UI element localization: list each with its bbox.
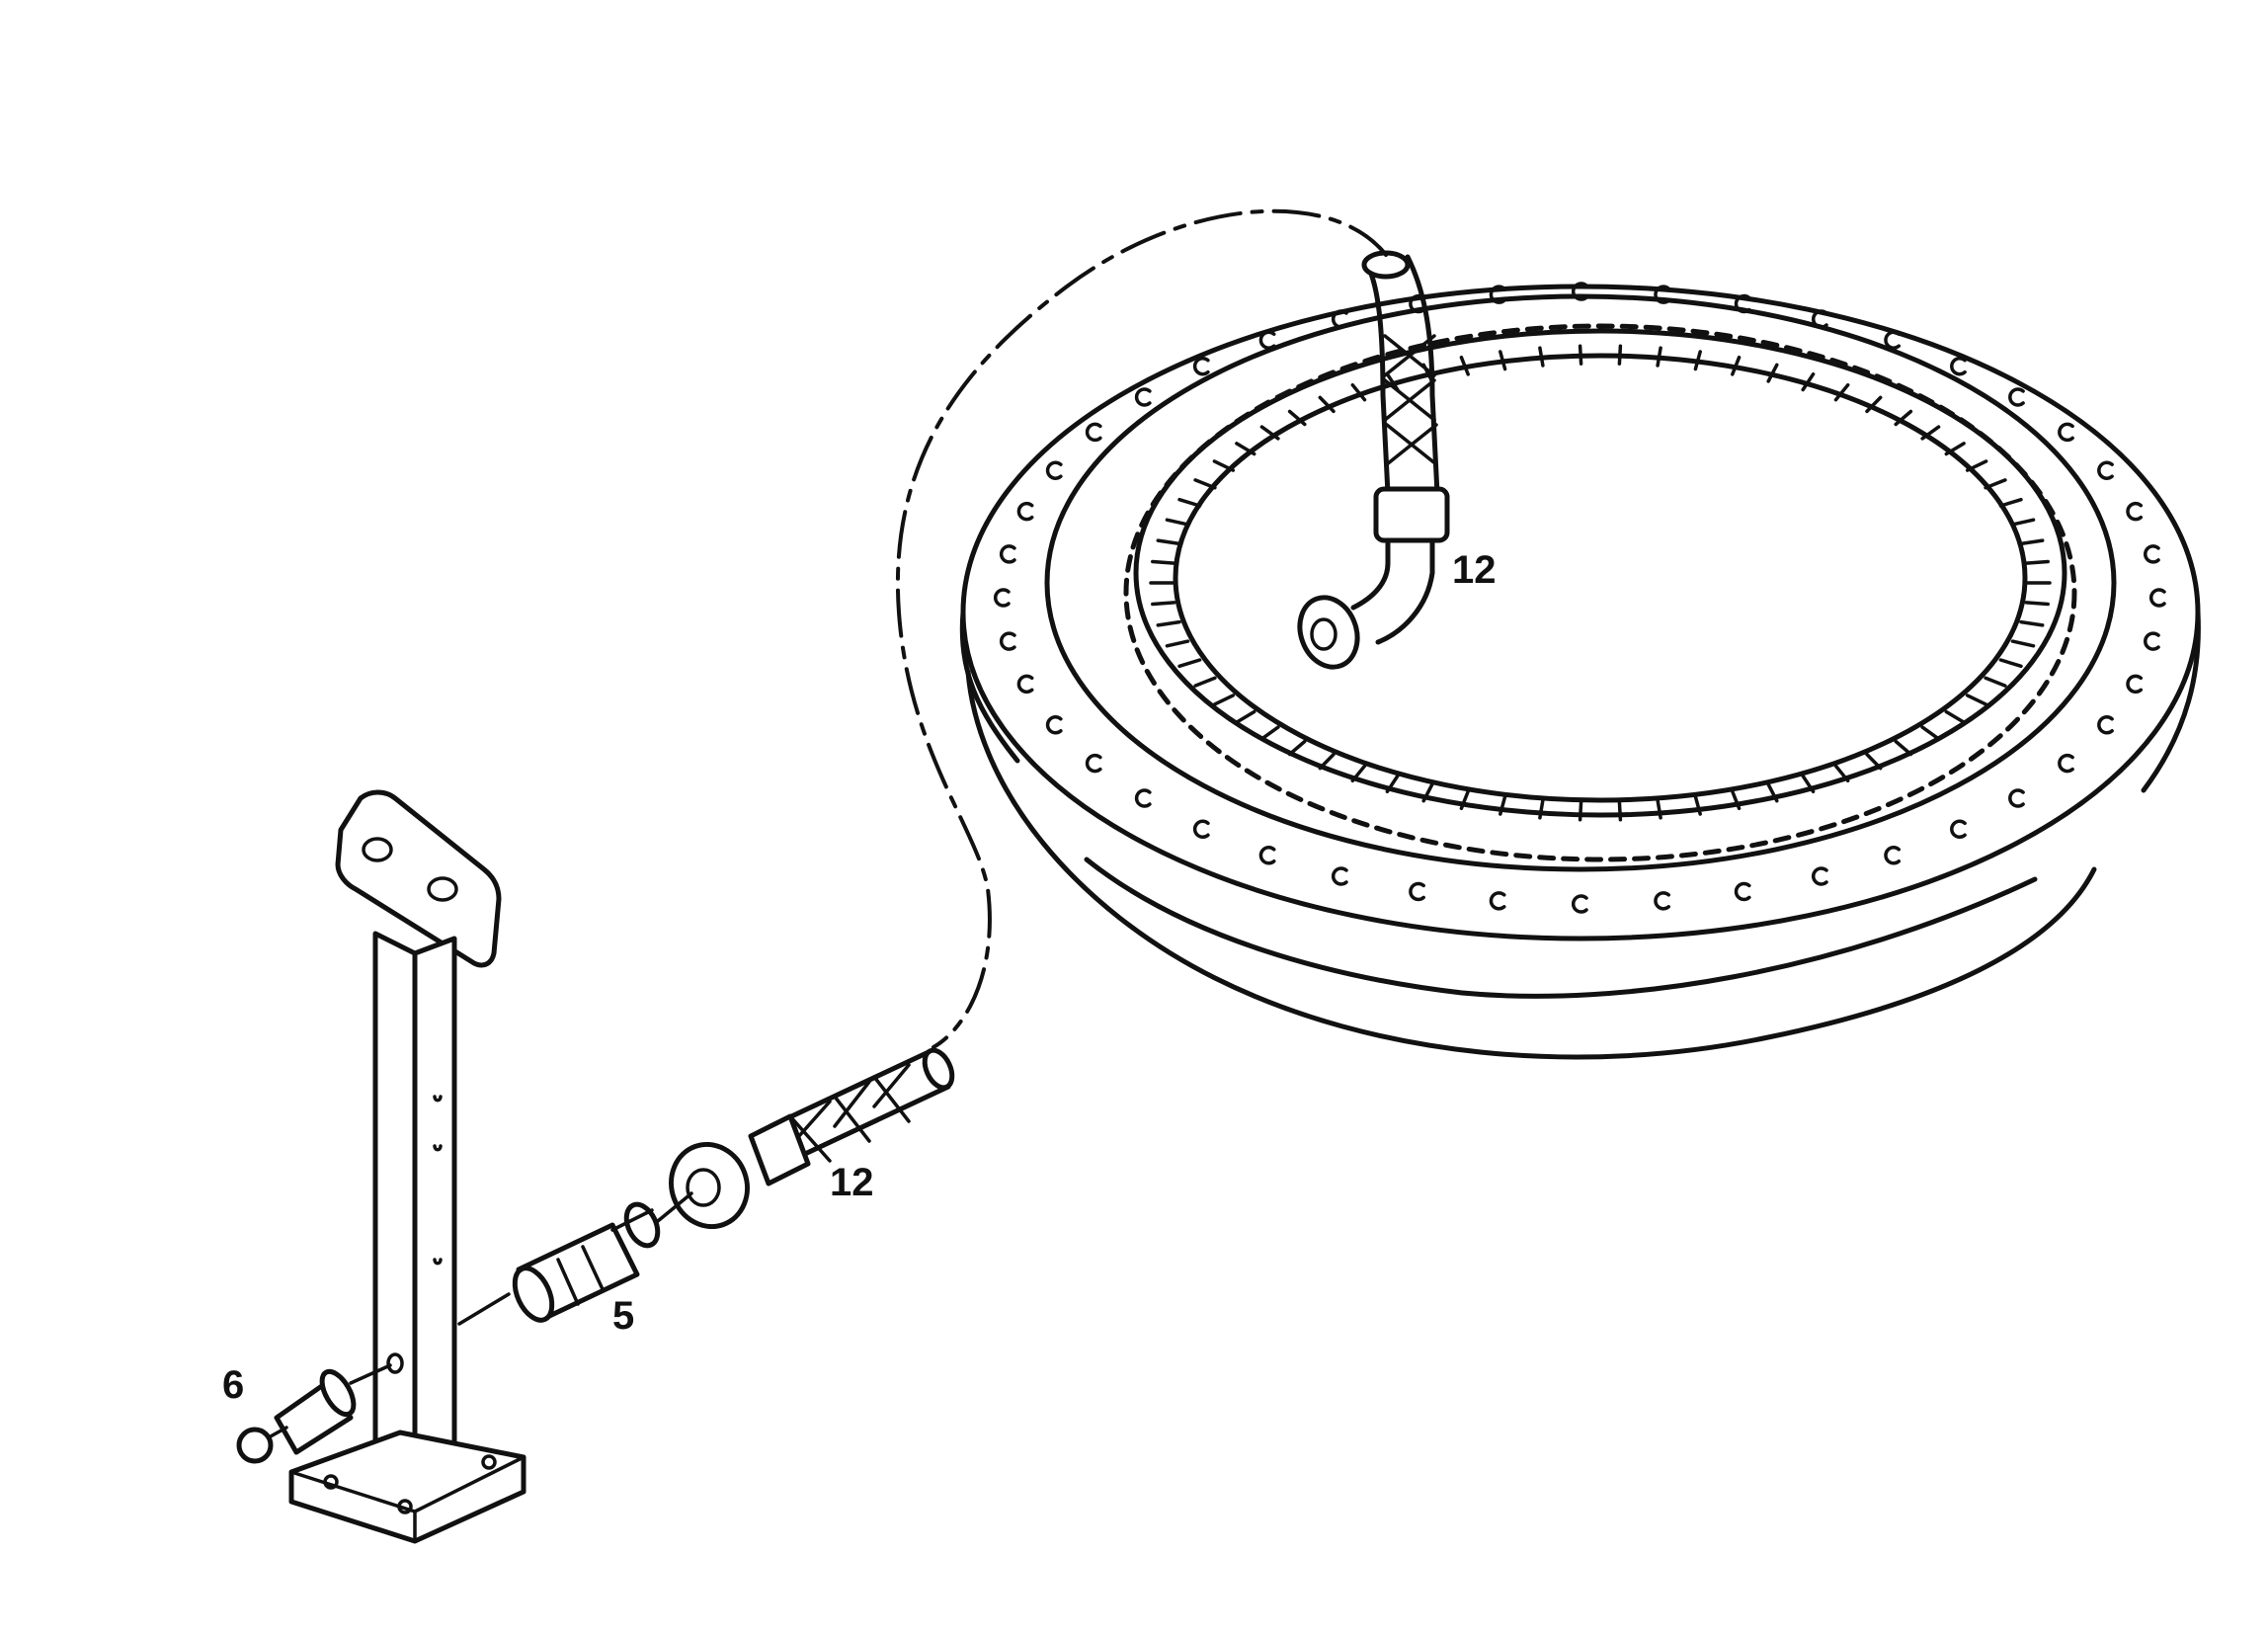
bolt-hole	[1045, 460, 1063, 480]
bolt-hole	[1045, 715, 1063, 735]
bolt-hole	[1884, 330, 1902, 350]
bolt-hole	[1331, 866, 1348, 886]
bolt-hole	[1331, 309, 1348, 329]
bolt-hole	[1085, 753, 1102, 774]
bolt-hole	[1016, 674, 1034, 695]
bolt-hole	[2126, 501, 2144, 522]
bolt-hole	[2008, 788, 2025, 808]
hose-top	[1297, 250, 1450, 670]
bolt-hole	[1950, 819, 1967, 839]
bolt-hole	[2097, 460, 2114, 480]
bolt-hole	[1811, 866, 1828, 886]
bolt-hole	[1258, 846, 1276, 865]
bolt-hole	[1192, 357, 1210, 376]
callout-grease-fitting: 6	[222, 1363, 244, 1407]
bolt-hole	[1811, 309, 1828, 329]
bolt-hole	[1489, 891, 1506, 911]
bolt-hole	[993, 588, 1011, 608]
bolt-hole	[2148, 588, 2166, 608]
bolt-hole	[999, 544, 1016, 564]
assembly-line	[457, 1292, 511, 1326]
bolt-hole	[1192, 819, 1210, 839]
bolt-hole	[1571, 282, 1588, 301]
bolt-hole	[2144, 631, 2160, 651]
bolt-hole	[2126, 674, 2144, 695]
bolt-hole	[1734, 293, 1751, 314]
callout-hose-top: 12	[1452, 548, 1497, 592]
bolt-hole	[1654, 891, 1670, 911]
bolt-hole	[2058, 422, 2074, 443]
bolt-hole	[1134, 788, 1152, 808]
bolt-holes	[993, 282, 2166, 914]
bolt-hole	[1571, 894, 1588, 914]
hose-bottom	[669, 1047, 955, 1230]
bolt-hole	[2097, 715, 2114, 735]
bolt-hole	[2144, 544, 2160, 564]
bolt-hole	[1489, 285, 1506, 304]
grease-fitting	[236, 1363, 392, 1464]
callout-hose-bottom: 12	[830, 1161, 874, 1204]
gear-teeth	[1149, 344, 2052, 822]
nipple	[512, 1201, 661, 1323]
bolt-hole	[1654, 285, 1670, 304]
bolt-hole	[2058, 753, 2074, 774]
bolt-hole	[2008, 387, 2025, 407]
bolt-hole	[1016, 501, 1034, 522]
bolt-hole	[1258, 330, 1276, 350]
mounting-post	[288, 789, 526, 1544]
bolt-hole	[1409, 881, 1425, 902]
callout-nipple: 5	[612, 1294, 634, 1338]
hose-route-line	[896, 208, 1388, 1049]
slewing-ring	[959, 282, 2201, 1060]
bolt-hole	[1884, 846, 1902, 865]
bolt-hole	[1950, 357, 1967, 376]
gear-tooth-lines	[1149, 344, 2052, 822]
bolt-hole	[1734, 881, 1751, 902]
bolt-hole	[1085, 422, 1102, 443]
bolt-hole	[1134, 387, 1152, 407]
bolt-hole	[999, 631, 1016, 651]
